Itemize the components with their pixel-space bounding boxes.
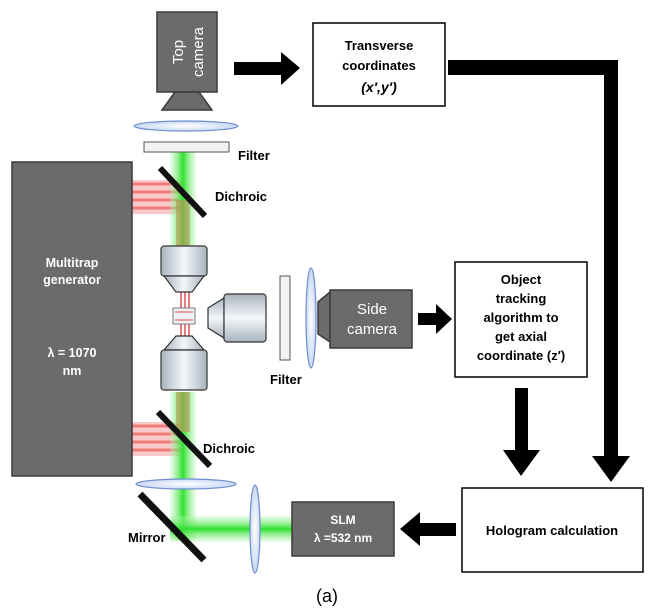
multitrap-unit: nm xyxy=(63,364,82,378)
bottom-lens xyxy=(135,478,237,490)
top-filter xyxy=(143,141,230,153)
tracking-line1: Object xyxy=(501,272,542,287)
multitrap-generator: Multitrap generator λ = 1070 nm xyxy=(11,161,133,477)
tracking-line5: coordinate (z′) xyxy=(477,348,565,363)
tracking-line3: algorithm to xyxy=(483,310,558,325)
upper-objective xyxy=(160,245,208,293)
side-camera-line2: camera xyxy=(347,321,398,338)
beams xyxy=(132,148,292,542)
multitrap-line1: Multitrap xyxy=(46,256,99,270)
side-camera: Side camera xyxy=(317,289,413,349)
tracking-line4: get axial xyxy=(495,329,547,344)
slm-box: SLM λ =532 nm xyxy=(291,501,395,557)
transverse-line2: coordinates xyxy=(342,58,416,73)
slm-line1: SLM xyxy=(330,513,355,527)
green-beam-horizontal xyxy=(170,516,292,542)
dichroic-top-label: Dichroic xyxy=(215,189,267,204)
transverse-line3: (x′,y′) xyxy=(361,79,397,95)
filter-top-label: Filter xyxy=(238,148,270,163)
top-camera-line1: Top xyxy=(170,40,187,64)
figure-caption: (a) xyxy=(316,586,338,606)
side-camera-line1: Side xyxy=(357,301,387,318)
arrow-transverse-to-hologram xyxy=(448,60,630,482)
red-overlay-bottom xyxy=(176,392,190,432)
lower-objective xyxy=(160,335,208,391)
tracking-line2: tracking xyxy=(496,291,547,306)
side-lens xyxy=(305,267,317,369)
side-filter xyxy=(279,275,291,361)
red-overlay-top xyxy=(176,200,190,246)
top-lens xyxy=(133,120,239,132)
filter-side-label: Filter xyxy=(270,372,302,387)
dichroic-bottom-label: Dichroic xyxy=(203,441,255,456)
object-tracking-box: Object tracking algorithm to get axial c… xyxy=(454,261,588,378)
sample-chamber xyxy=(172,307,196,325)
transverse-line1: Transverse xyxy=(345,38,414,53)
arrow-topcam-to-transverse xyxy=(234,52,300,85)
dichroic-top-mirror xyxy=(157,165,208,219)
mirror-label: Mirror xyxy=(128,530,166,545)
slm-line2: λ =532 nm xyxy=(314,531,372,545)
arrow-sidecam-to-tracking xyxy=(418,304,452,334)
hologram-calculation-box: Hologram calculation xyxy=(461,487,644,573)
dichroic-bottom-mirror xyxy=(155,409,213,469)
hologram-label: Hologram calculation xyxy=(486,523,618,538)
side-objective xyxy=(207,293,267,343)
multitrap-line2: generator xyxy=(43,273,101,287)
transverse-coordinates-box: Transverse coordinates (x′,y′) xyxy=(312,22,446,107)
fold-mirror xyxy=(137,491,207,563)
top-camera-line2: camera xyxy=(190,26,207,77)
multitrap-wavelength: λ = 1070 xyxy=(47,346,96,360)
slm-lens xyxy=(249,484,261,574)
arrow-tracking-to-hologram xyxy=(503,388,540,476)
top-camera: Top camera xyxy=(156,11,218,111)
arrow-hologram-to-slm xyxy=(400,512,456,546)
